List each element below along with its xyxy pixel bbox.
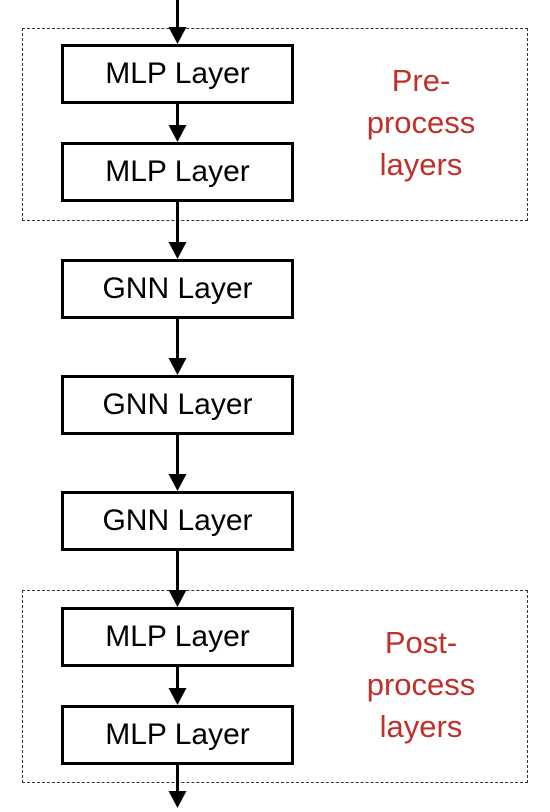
postprocess-label-line-1: Post- — [384, 625, 458, 660]
mlp-layer-box-2: MLP Layer — [61, 142, 294, 202]
preprocess-label-line-3: layers — [379, 147, 463, 182]
preprocess-label-line-1: Pre- — [391, 63, 451, 98]
arrow-head — [168, 791, 187, 808]
preprocess-label-line-2: process — [366, 105, 476, 140]
flow-arrow-1 — [168, 0, 187, 44]
gnn-layer-box-1: GNN Layer — [61, 259, 294, 319]
arrow-head — [168, 590, 187, 607]
postprocess-label: Post- process layers — [346, 622, 496, 748]
preprocess-label: Pre- process layers — [346, 60, 496, 186]
preprocess-group-box — [22, 28, 528, 221]
postprocess-label-line-3: layers — [379, 709, 463, 744]
flow-arrow-6 — [168, 551, 187, 607]
flow-arrow-5 — [168, 435, 187, 491]
arrow-head — [168, 358, 187, 375]
mlp-layer-box-1: MLP Layer — [61, 44, 294, 104]
postprocess-label-line-2: process — [366, 667, 476, 702]
layer-label: MLP Layer — [105, 718, 250, 751]
mlp-layer-box-3: MLP Layer — [61, 607, 294, 667]
layer-label: MLP Layer — [105, 155, 250, 188]
gnn-layer-box-3: GNN Layer — [61, 491, 294, 551]
arrow-head — [168, 125, 187, 142]
flow-arrow-8 — [168, 765, 187, 808]
arrow-head — [168, 688, 187, 705]
arrow-head — [168, 242, 187, 259]
flow-arrow-2 — [168, 104, 187, 142]
layer-label: GNN Layer — [102, 504, 253, 537]
layer-label: MLP Layer — [105, 620, 250, 653]
flow-arrow-7 — [168, 667, 187, 705]
layer-label: GNN Layer — [102, 388, 253, 421]
arrow-head — [168, 474, 187, 491]
arrow-head — [168, 27, 187, 44]
mlp-layer-box-4: MLP Layer — [61, 705, 294, 765]
postprocess-group-box — [22, 590, 528, 783]
flow-arrow-3 — [168, 202, 187, 259]
gnn-layer-box-2: GNN Layer — [61, 375, 294, 435]
layer-label: MLP Layer — [105, 57, 250, 90]
flow-arrow-4 — [168, 319, 187, 375]
layer-label: GNN Layer — [102, 272, 253, 305]
